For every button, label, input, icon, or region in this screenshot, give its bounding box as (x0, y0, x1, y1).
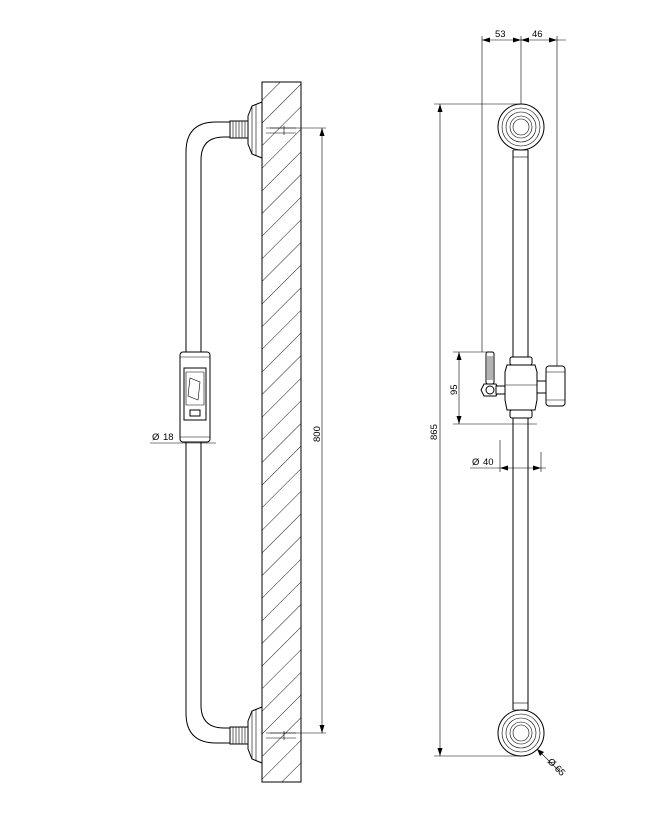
height-95-label: 95 (449, 384, 460, 395)
top-elbow (185, 121, 232, 161)
dimension-95: 95 (449, 351, 537, 425)
front-slider (504, 356, 538, 419)
front-view: 53 46 865 95 Ø 40 (429, 29, 567, 779)
wall-section (261, 81, 302, 783)
front-rail-lower (512, 418, 529, 711)
dimension-diameter-18: Ø 18 (150, 432, 216, 444)
bottom-bracket (497, 709, 545, 757)
offset-53-label: 53 (495, 29, 506, 40)
height-800-label: 800 (312, 426, 323, 442)
dimension-800: 800 (270, 127, 326, 734)
shower-holder (536, 365, 566, 407)
top-thread (229, 120, 249, 139)
bottom-wall-flange (247, 706, 263, 764)
bottom-thread (229, 726, 249, 745)
front-rail-upper (512, 149, 529, 357)
diameter-65-label: 65 (552, 763, 567, 778)
diameter-18-label: 18 (163, 432, 174, 443)
height-865-label: 865 (429, 424, 440, 440)
diameter-40-label: 40 (483, 457, 494, 468)
bottom-elbow (185, 704, 232, 744)
side-view: Ø 18 800 (150, 81, 326, 783)
diameter-40-symbol: Ø (472, 457, 480, 468)
dimension-diameter-65: Ø 65 (536, 748, 567, 779)
dimension-diameter-40: Ø 40 (470, 440, 546, 472)
slider-lever (480, 351, 506, 397)
diameter-18-symbol: Ø (152, 432, 160, 443)
side-slider (179, 351, 211, 443)
top-bracket (497, 103, 545, 151)
top-wall-flange (247, 101, 263, 159)
offset-46-label: 46 (532, 29, 543, 40)
dimension-865: 865 (429, 103, 521, 757)
dimension-53-46: 53 46 (481, 29, 566, 366)
